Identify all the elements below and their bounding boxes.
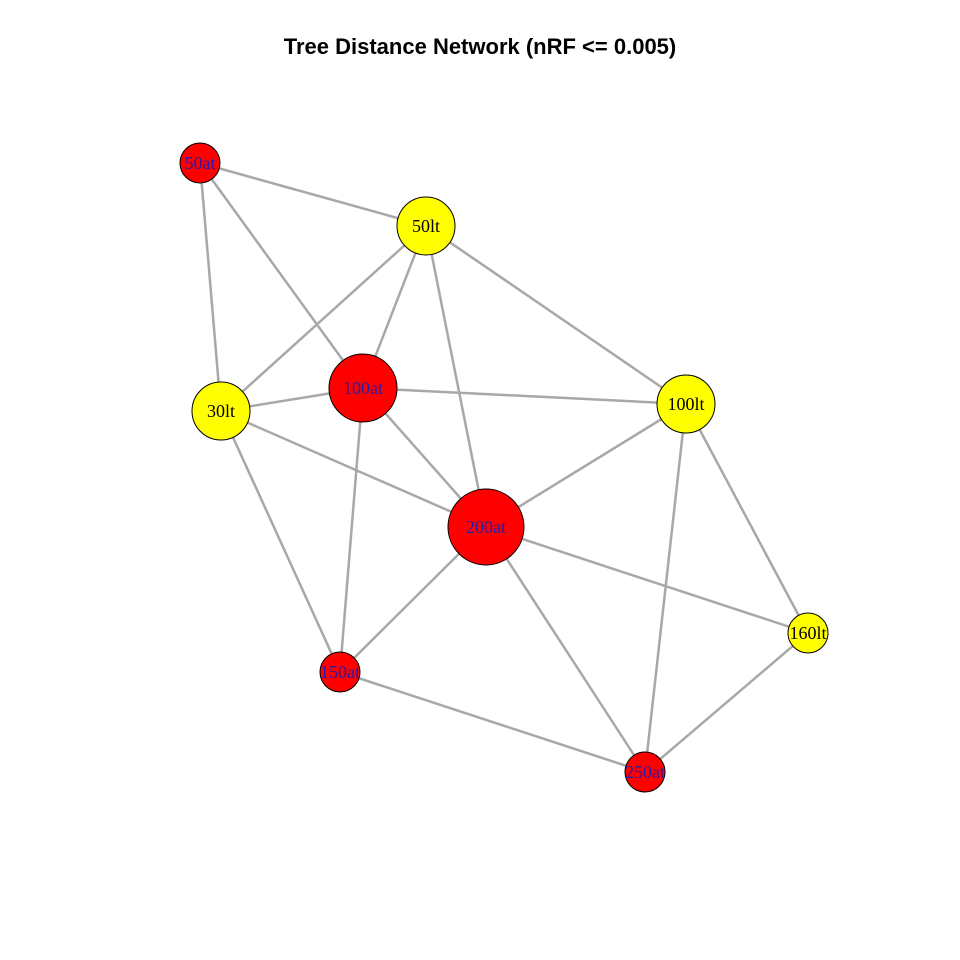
node-150at: 150at [319,651,361,693]
edge-50at-30lt [198,162,223,412]
node-label-50lt: 50lt [412,216,440,236]
edge-50at-50lt [199,161,427,228]
edge-200at-160lt [485,525,809,635]
edge-50lt-200at [424,225,488,528]
edge-150at-250at [339,670,646,774]
node-label-50at: 50at [185,153,216,173]
node-label-30lt: 30lt [207,401,235,421]
node-label-100at: 100at [343,378,383,398]
node-circle-160lt [787,612,829,654]
edge-30lt-150at [219,410,342,673]
node-50lt: 50lt [396,196,456,256]
edge-200at-250at [484,526,647,773]
node-circle-150at [319,651,361,693]
edge-layer [198,161,810,774]
node-label-160lt: 160lt [789,623,826,643]
edge-100at-150at [338,387,365,673]
node-label-100lt: 100lt [667,394,704,414]
node-circle-50at [179,142,221,184]
node-circle-30lt [191,381,251,441]
edge-100lt-160lt [684,403,810,634]
node-circle-250at [624,751,666,793]
node-circle-100at [328,353,398,423]
edge-100at-100lt [362,386,687,406]
edge-160lt-250at [644,632,809,773]
edge-50at-100at [198,162,365,389]
node-circle-100lt [656,374,716,434]
node-200at: 200at [447,488,525,566]
edge-50lt-30lt [220,225,427,412]
node-label-250at: 250at [625,762,665,782]
node-100at: 100at [328,353,398,423]
node-layer: 50at 50lt 100at 30lt 100lt 200at 160lt 150at 250… [179,142,829,793]
edge-30lt-200at [220,409,487,529]
node-100lt: 100lt [656,374,716,434]
node-circle-200at [447,488,525,566]
edge-100lt-250at [643,403,688,773]
node-circle-50lt [396,196,456,256]
node-50at: 50at [179,142,221,184]
node-label-200at: 200at [466,517,506,537]
edge-50lt-100lt [425,224,687,406]
chart-title: Tree Distance Network (nRF <= 0.005) [283,34,677,59]
node-160lt: 160lt [787,612,829,654]
edge-100lt-200at [485,402,687,529]
node-label-150at: 150at [320,662,360,682]
node-250at: 250at [624,751,666,793]
node-30lt: 30lt [191,381,251,441]
